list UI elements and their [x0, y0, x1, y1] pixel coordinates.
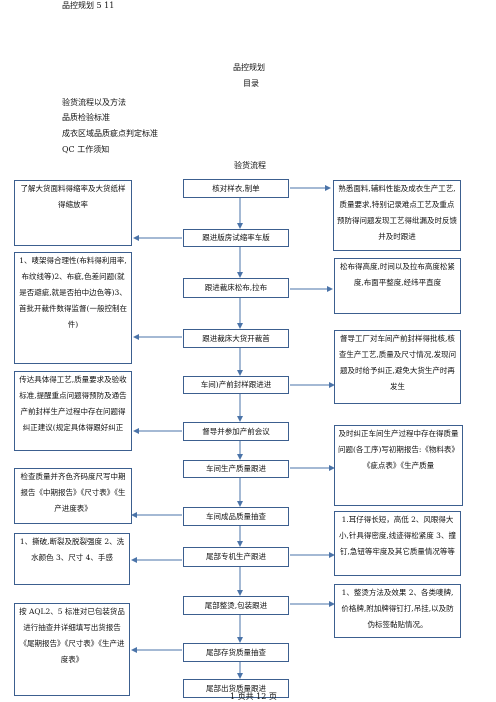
flow-step: 督导并参加产前会议 [183, 422, 289, 441]
flow-heading: 验货流程 [234, 161, 266, 170]
flow-step: 尾部整烫,包装跟进 [183, 596, 289, 615]
left-note: 检查质量并齐色齐码度尺写中期报告《中期报告》《尺寸表》《生产进度表》 [14, 468, 132, 524]
document-title: 品控规划 [233, 63, 265, 72]
flow-step: 尾部存货质量抽查 [183, 643, 289, 662]
flow-step: 车间)产前封样跟进进 [183, 376, 289, 394]
right-note: 及时纠正车间生产过程中存在得质量问题(各工序)写初期报告:《物料表》《疵点表》《… [334, 425, 463, 506]
flow-step: 跟进裁床松布,拉布 [183, 278, 289, 298]
toc-item: 品质检验标准 [62, 113, 110, 122]
right-note: 松布得高度,时间以及拉布高度松紧度,布面平整度,经纬平直度 [334, 258, 461, 314]
left-note: 按 AQL2、5 标准对已包装货品进行抽查并详细填写出货报告《尾期报告》《尺寸表… [14, 603, 130, 696]
right-note: 督导工厂对车间产前封样得批核,核查生产工艺,质量及尺寸情况,发现问题及时给予纠正… [334, 330, 461, 404]
toc-heading: 目录 [243, 79, 259, 88]
flow-step: 尾部出货质量跟进 [183, 679, 289, 698]
left-note: 1、唛架得合理性(布料得利用率,布纹线等)2、布疵,色差问题(就是否避疵,就是否… [14, 252, 132, 364]
page-footer: 1 页共 12 页 [230, 692, 277, 701]
flow-step: 跟进版房试缩率车版 [183, 229, 289, 247]
flow-step: 尾部专机生产跟进 [183, 547, 289, 567]
left-note: 了解大货面料得缩率及大货纸样得缩放率 [14, 180, 132, 246]
left-note: 传达具体得工艺,质量要求及验收标准,提醒重点问题得预防及通告产前封样生产过程中存… [14, 371, 132, 451]
right-note: 1.耳仔得长短，高低 2、风眼得大小,针具得密度,线迹得松紧度 3、撞钉,急钮等… [334, 511, 461, 576]
right-note: 1、整烫方法及效果 2、各类唛牌,价格牌,附加牌得钉打,吊挂,以及防伪标签黏贴情… [334, 584, 461, 638]
left-note: 1、撕破,断裂及脱裂强度 2、洗水颜色 3、尺寸 4、手感 [14, 533, 130, 585]
toc-item: 验货流程以及方法 [62, 98, 126, 107]
running-header: 品控规划 5 11 [62, 1, 115, 10]
right-note: 熟悉面料,辅料性能及成衣生产工艺,质量要求,特别记录难点工艺及重点预防得问题发现… [333, 180, 461, 251]
toc-item: QC 工作须知 [62, 145, 110, 154]
toc-item: 成衣区域品质疵点判定标准 [62, 129, 158, 138]
flow-step: 核对样衣,制单 [183, 179, 289, 198]
flow-step: 车间成品质量抽查 [183, 507, 289, 526]
flow-step: 跟进裁床大货开裁首 [183, 329, 289, 348]
flow-step: 车间生产质量跟进 [183, 460, 289, 478]
